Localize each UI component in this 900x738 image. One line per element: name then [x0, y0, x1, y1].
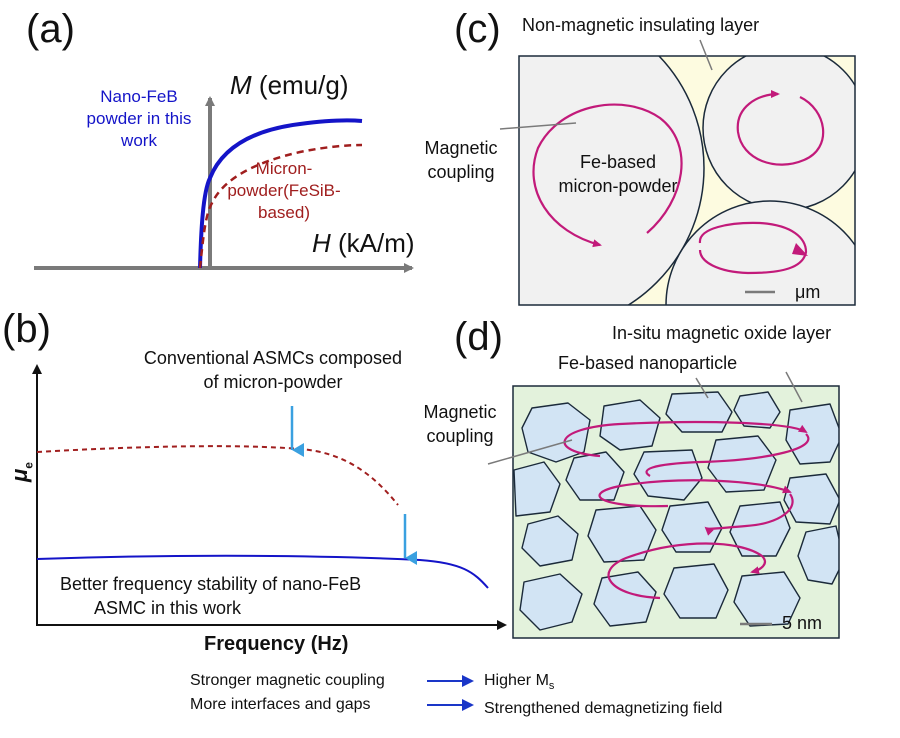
nanoparticle: [513, 461, 561, 517]
panel-c: [499, 39, 856, 306]
panel-d-frame: [512, 385, 840, 639]
large-particle-coupling-loop: [532, 103, 683, 248]
nano-feb-series-label: Nano-FeB powder in this work: [72, 86, 206, 152]
panel-c-coupling-label: Magnetic coupling: [416, 136, 506, 184]
panel-b-y-axis-title: μe: [7, 462, 40, 482]
panel-a-label: (a): [26, 7, 75, 51]
panel-d-label: (d): [454, 315, 503, 359]
nano-feb-stability-annotation: Better frequency stability of nano-FeB A…: [60, 572, 361, 620]
nanoparticle: [785, 403, 839, 465]
legend-effect-1: Higher Ms: [484, 671, 554, 696]
panel-b-x-axis-title: Frequency (Hz): [204, 633, 349, 655]
micron-permeability-curve: [36, 445, 399, 506]
series-label-line: Micron-: [255, 159, 313, 178]
legend-effect-2: Strengthened demagnetizing field: [484, 700, 723, 717]
nano-coupling-loop-top: [563, 420, 808, 458]
coupling-label-line: coupling: [426, 426, 494, 446]
nanoparticle: [729, 501, 791, 557]
nanoparticle: [783, 473, 839, 525]
nanoparticle: [587, 505, 657, 563]
panel-c-coupling-leader: [499, 122, 577, 130]
bottom-right-micron-particle: [665, 200, 855, 305]
magnetization-unit: (emu/g): [258, 70, 349, 100]
oxide-layer-leader: [785, 371, 803, 403]
conventional-asmc-annotation: Conventional ASMCs composed of micron-po…: [88, 346, 458, 394]
nanoparticle: [733, 391, 781, 429]
legend-effect-text: Higher M: [484, 672, 549, 689]
coupling-label-line: Magnetic: [424, 138, 498, 158]
annotation-line: ASMC in this work: [94, 598, 242, 618]
nanoparticle-label: Fe-based nanoparticle: [558, 353, 738, 373]
nanoparticle-leader: [695, 377, 709, 399]
particle-label-line: Fe-based: [579, 152, 657, 172]
panel-d: [487, 371, 840, 639]
bottom-loop-arrowhead: [792, 243, 808, 256]
nanoparticle: [661, 501, 723, 553]
nano-coupling-loop-mid-return: [645, 433, 810, 477]
nanoparticle: [593, 571, 657, 627]
top-right-micron-particle: [702, 56, 855, 211]
series-label-line: powder(FeSiB-: [227, 181, 341, 200]
permeability-subscript: e: [21, 462, 36, 469]
legend-cause-2: More interfaces and gaps: [190, 696, 371, 713]
bottom-particle-coupling-loop: [698, 221, 808, 275]
panel-d-coupling-label: Magnetic coupling: [412, 400, 508, 448]
permeability-symbol: μ: [7, 468, 32, 482]
top-particle-coupling-loop: [736, 90, 825, 166]
nano-permeability-curve: [36, 554, 489, 589]
panel-c-label: (c): [454, 7, 501, 51]
magnetization-symbol: M: [230, 70, 252, 100]
nano-feb-hysteresis-curve: [198, 118, 363, 269]
field-unit: (kA/m): [338, 228, 415, 258]
oxide-layer-label: In-situ magnetic oxide layer: [612, 323, 832, 343]
panel-c-frame: [518, 55, 856, 306]
annotation-line: of micron-powder: [203, 372, 343, 392]
panel-b: [32, 364, 507, 630]
nanoparticle: [521, 515, 579, 567]
panel-a-x-axis-title: H (kA/m): [312, 228, 415, 258]
nanoparticle: [707, 435, 777, 493]
panel-a-y-axis-title: M (emu/g): [230, 70, 348, 100]
legend-effect-subscript: s: [548, 680, 555, 693]
nanoparticle: [665, 391, 733, 433]
panel-d-coupling-leader: [487, 439, 573, 465]
nanoparticle: [797, 525, 839, 585]
series-label-line: work: [121, 131, 157, 150]
panel-b-label: (b): [2, 307, 51, 351]
nano-coupling-loop-bottom: [607, 542, 767, 600]
panel-c-scale-label: μm: [795, 282, 821, 302]
micron-particle-label: Fe-based micron-powder: [548, 150, 688, 198]
field-symbol: H: [312, 228, 331, 258]
micron-powder-hysteresis-curve: [198, 143, 363, 269]
annotation-line: Conventional ASMCs composed: [143, 348, 403, 368]
nano-coupling-loop-mid: [598, 479, 792, 508]
series-label-line: Nano-FeB: [100, 87, 178, 106]
panel-a: [34, 96, 414, 273]
nanoparticle: [663, 563, 729, 619]
panel-d-scale-label: 5 nm: [782, 613, 823, 633]
legend-cause-1: Stronger magnetic coupling: [190, 672, 385, 689]
insulating-layer-leader: [699, 39, 713, 71]
series-label-line: powder in this: [86, 109, 192, 128]
nanoparticle: [521, 402, 591, 463]
nano-coupling-loop-mid-lower: [704, 493, 794, 536]
series-label-line: based): [258, 203, 310, 222]
particle-label-line: micron-powder: [558, 176, 678, 196]
nanoparticle: [599, 399, 661, 451]
annotation-line: Better frequency stability of nano-FeB: [60, 574, 362, 594]
coupling-label-line: coupling: [427, 162, 495, 182]
nanoparticle: [519, 573, 583, 631]
nanoparticle: [733, 571, 801, 627]
insulating-layer-label: Non-magnetic insulating layer: [522, 15, 760, 35]
micron-powder-series-label: Micron- powder(FeSiB- based): [222, 158, 346, 224]
coupling-label-line: Magnetic: [423, 402, 497, 422]
